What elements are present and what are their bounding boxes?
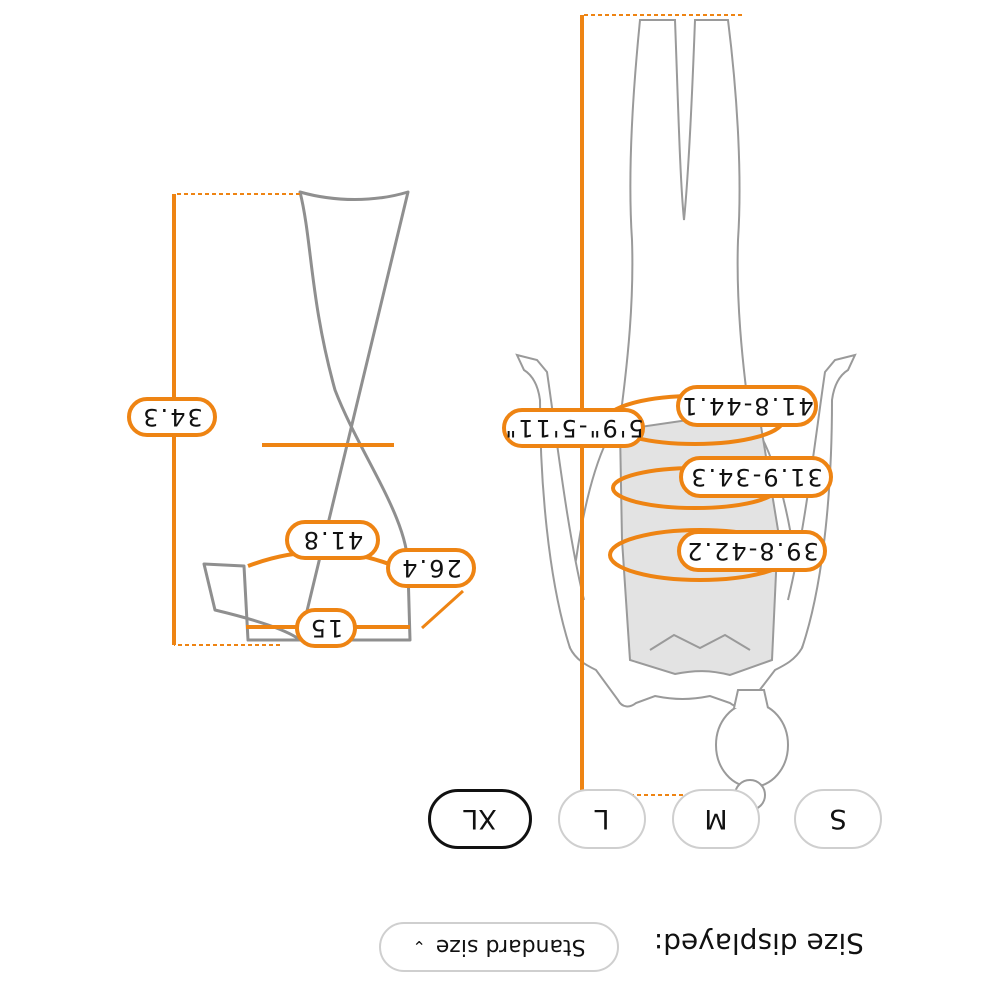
garment-side-line [420,589,465,630]
model-head [715,702,789,788]
size-button-xl[interactable]: XL [428,789,532,849]
model-neck [733,689,769,709]
garment-side-label: 26.4 [386,548,476,588]
chevron-down-icon: ⌄ [412,937,426,957]
size-button-l[interactable]: L [558,789,646,849]
model-bust-label: 41.8-44.1 [676,385,818,427]
garment-width-label: 41.8 [285,520,380,560]
model-swimsuit-neckline [649,633,751,651]
model-height-label: 5'9"-5'11" [502,408,645,448]
size-display-value: Standard size [435,934,586,960]
garment-length-label: 34.3 [127,397,217,437]
size-display-dropdown[interactable]: Standard size ⌄ [379,922,619,972]
model-arm-right [515,353,585,649]
model-hip-label: 39.8-42.2 [677,530,827,572]
garment-outline [202,190,412,642]
model-waist-label: 31.9-34.3 [679,456,833,498]
garment-illustration [202,190,412,642]
size-button-s[interactable]: S [794,789,882,849]
size-button-m[interactable]: M [672,789,760,849]
size-displayed-label: Size displayed: [653,927,864,960]
garment-leg-opening-label: 15 [295,608,357,648]
